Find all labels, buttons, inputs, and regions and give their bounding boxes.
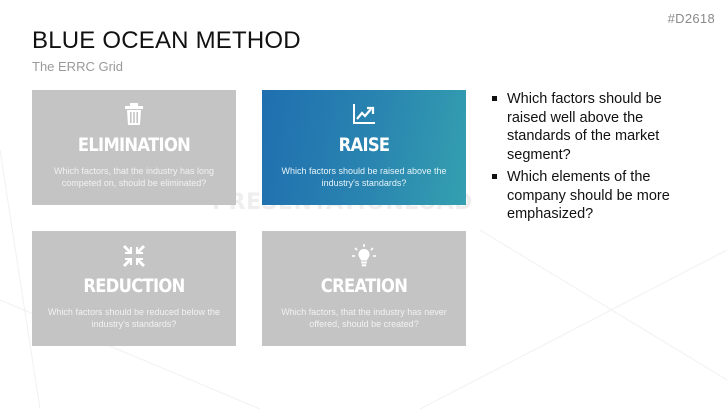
card-raise[interactable]: RAISE Which factors should be raised abo… [262, 90, 466, 205]
lightbulb-icon [262, 244, 466, 268]
trash-icon [32, 103, 236, 127]
bullet-item: Which elements of the company should be … [490, 168, 690, 224]
card-heading: REDUCTION [83, 275, 185, 297]
card-elimination[interactable]: ELIMINATION Which factors, that the indu… [32, 90, 236, 205]
card-heading: RAISE [338, 134, 390, 156]
bullet-text: Which factors should be raised well abov… [507, 91, 662, 163]
bullet-item: Which factors should be raised well abov… [490, 90, 690, 164]
card-description: Which factors, that the industry has nev… [281, 307, 447, 329]
bullet-list: Which factors should be raised well abov… [490, 90, 690, 228]
page-subtitle: The ERRC Grid [32, 59, 124, 74]
card-heading: ELIMINATION [77, 134, 191, 156]
slide-id: #D2618 [667, 11, 715, 26]
trend-up-icon [262, 103, 466, 127]
bullet-text: Which elements of the company should be … [507, 169, 670, 222]
page-title: BLUE OCEAN METHOD [32, 27, 301, 54]
bullet-square-icon [492, 174, 497, 179]
card-description: Which factors, that the industry has lon… [53, 166, 215, 188]
collapse-arrows-icon [32, 244, 236, 268]
card-reduction[interactable]: REDUCTION Which factors should be reduce… [32, 231, 236, 346]
card-description: Which factors should be raised above the… [281, 166, 447, 188]
card-heading: CREATION [320, 275, 408, 297]
card-creation[interactable]: CREATION Which factors, that the industr… [262, 231, 466, 346]
card-description: Which factors should be reduced below th… [47, 307, 221, 329]
bullet-square-icon [492, 96, 497, 101]
